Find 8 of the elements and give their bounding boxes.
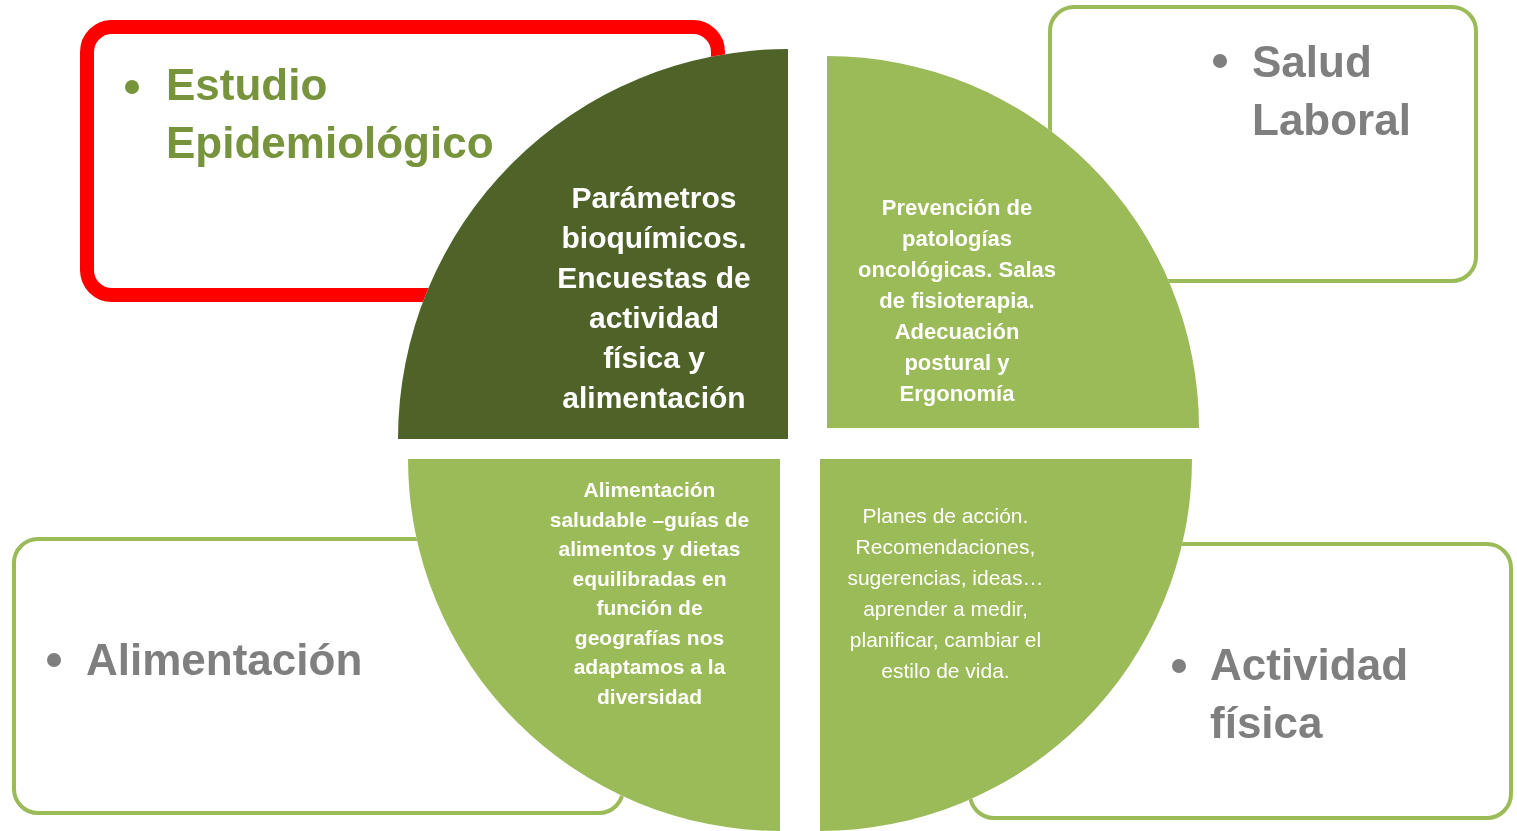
sector-text: Parámetros bioquímicos. Encuestas de actividad física y alimentación [556,180,752,416]
heading: Alimentación [86,634,364,686]
heading: Estudio Epidemiológico [166,59,495,169]
heading: Salud Laboral [1252,36,1412,146]
sector-text: Prevención de patologías oncológicas. Salas de fisioterapia. Adecuación postural y Ergonomía [857,194,1057,408]
sector-text: Planes de acción. Recomendaciones, sugerencias, ideas… aprender a medir, planificar, cambiar el estilo de vida. [847,503,1044,684]
sector-text: Alimentación saludable –guías de alimentos y dietas equilibradas en función de geografías nos adaptamos a la diversidad [548,477,751,710]
heading: Actividad física [1210,639,1410,749]
